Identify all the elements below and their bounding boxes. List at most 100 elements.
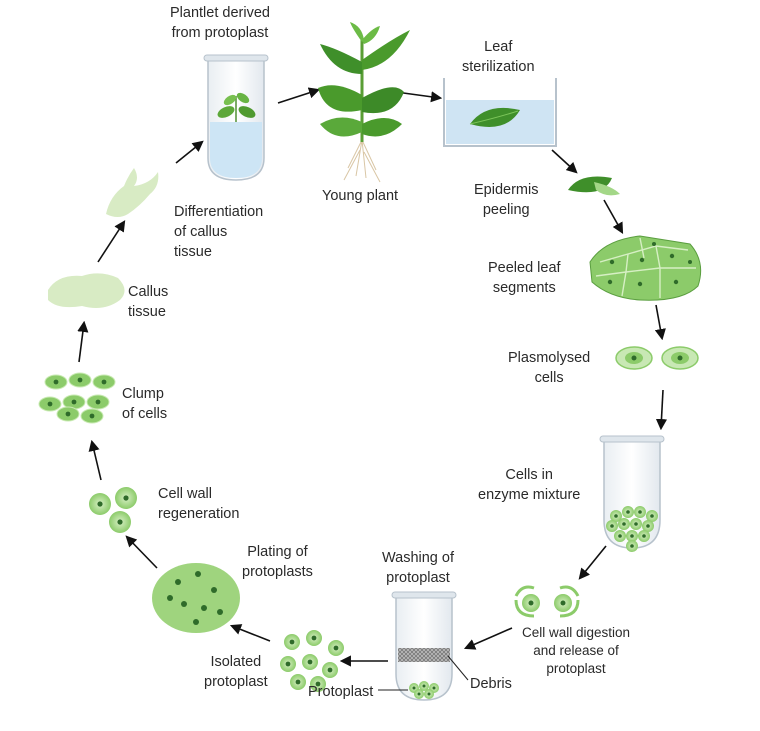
clump-cell (56, 406, 80, 422)
label-plantlet: Plantlet derived from protoplast (170, 3, 270, 43)
arrow-differentiation-to-plantlet (175, 140, 204, 164)
epidermis-peeling-leaf (568, 176, 620, 196)
label-plating: Plating of protoplasts (242, 542, 313, 582)
regenerating-cell (89, 493, 111, 515)
label-line: Young plant (322, 188, 399, 204)
label-line: protoplast (204, 674, 268, 690)
clump-cell (68, 372, 92, 388)
label-line: protoplast (546, 661, 606, 676)
label-leaf-sterilization: Leaf sterilization (462, 37, 535, 77)
isolated-protoplast (302, 654, 318, 670)
label-line: Protoplast (308, 684, 374, 700)
enzyme-cell (606, 520, 618, 532)
arrow-enzyme-to-digestion (578, 545, 607, 580)
clump-cell (38, 396, 62, 412)
clump-cell (92, 374, 116, 390)
isolated-protoplast (310, 676, 326, 692)
label-line: Differentiation (174, 204, 264, 220)
cell-wall-regeneration (89, 487, 137, 533)
label-clump: Clump of cells (122, 384, 167, 424)
clump-cell (44, 374, 68, 390)
isolated-protoplast (284, 634, 300, 650)
washing-tube (378, 591, 469, 701)
arrow-sterilization-to-peeling (551, 149, 578, 174)
label-line: enzyme mixture (478, 487, 581, 503)
enzyme-cell (626, 540, 638, 552)
enzyme-cell (622, 506, 634, 518)
label-line: peeling (482, 202, 530, 218)
young-plant (318, 22, 410, 183)
isolated-protoplasts (280, 630, 344, 692)
arrow-plantlet-to-plant (277, 87, 321, 104)
label-line: of callus (174, 224, 228, 240)
label-regeneration: Cell wall regeneration (158, 484, 239, 524)
label-line: tissue (128, 304, 166, 320)
label-washing: Washing of protoplast (382, 548, 454, 588)
label-young-plant: Young plant (322, 186, 398, 206)
enzyme-cell (614, 530, 626, 542)
clump-cell (86, 394, 110, 410)
label-line: Cells in (505, 467, 553, 483)
label-line: Leaf (484, 39, 513, 55)
label-line: Washing of (382, 550, 454, 566)
label-line: of cells (122, 406, 168, 422)
label-line: segments (492, 280, 556, 296)
isolated-protoplast (322, 662, 338, 678)
label-line: Isolated (210, 654, 262, 670)
enzyme-cell (642, 520, 654, 532)
enzyme-cell (646, 510, 658, 522)
plating-dish (152, 563, 240, 633)
label-cell-wall-digestion: Cell wall digestion and release of proto… (522, 624, 630, 678)
label-isolated-protoplast: Isolated protoplast (204, 652, 268, 692)
sterilization-beaker (443, 78, 557, 147)
enzyme-cell (638, 530, 650, 542)
debris-mesh (398, 648, 450, 662)
arrow-clump-to-callus (77, 320, 89, 363)
plasmolysed-cells (615, 346, 699, 370)
label-line: tissue (174, 244, 212, 260)
peeled-leaf-segments (589, 235, 702, 301)
clump-cell (80, 408, 104, 424)
washed-protoplast (419, 681, 429, 691)
enzyme-cell (630, 518, 642, 530)
arrow-peeling-to-segments (603, 199, 624, 234)
isolated-protoplast (290, 674, 306, 690)
arrow-isolated-to-plating (229, 624, 271, 642)
label-line: protoplast (386, 570, 450, 586)
differentiated-callus (106, 168, 159, 217)
regenerating-cell (115, 487, 137, 509)
label-enzyme-mixture: Cells in enzyme mixture (478, 465, 580, 505)
washed-protoplast (424, 689, 434, 699)
label-peeled-segments: Peeled leaf segments (488, 258, 561, 298)
label-line: Debris (470, 676, 512, 692)
label-debris: Debris (470, 674, 512, 694)
label-line: Plantlet derived (170, 5, 270, 21)
isolated-protoplast (280, 656, 296, 672)
regenerating-cell (109, 511, 131, 533)
enzyme-cell (634, 506, 646, 518)
label-differentiation: Differentiation of callus tissue (174, 202, 263, 262)
label-plasmolysed: Plasmolysed cells (508, 348, 590, 388)
enzyme-cell (626, 530, 638, 542)
enzyme-mixture-tube (599, 435, 665, 552)
label-callus: Callus tissue (128, 282, 168, 322)
arrow-segments-to-plasmolysed (654, 304, 666, 341)
cycle-arrows (77, 87, 668, 667)
label-line: cells (534, 370, 564, 386)
label-line: and release of (533, 643, 619, 658)
label-protoplast: Protoplast (308, 682, 373, 702)
label-epidermis-peeling: Epidermis peeling (474, 180, 538, 220)
label-line: Cell wall digestion (522, 625, 631, 640)
clump-of-cells (38, 372, 116, 424)
isolated-protoplast (328, 640, 344, 656)
enzyme-cell (618, 518, 630, 530)
arrow-plating-to-regeneration (125, 535, 158, 569)
isolated-protoplast (306, 630, 322, 646)
label-line: Peeled leaf (488, 260, 561, 276)
arrow-digestion-to-washing (463, 627, 513, 650)
label-line: sterilization (462, 59, 535, 75)
arrow-callus-to-differentiation (97, 220, 126, 263)
label-line: Plasmolysed (508, 350, 591, 366)
label-line: Epidermis (474, 182, 539, 198)
label-line: Clump (122, 386, 164, 402)
